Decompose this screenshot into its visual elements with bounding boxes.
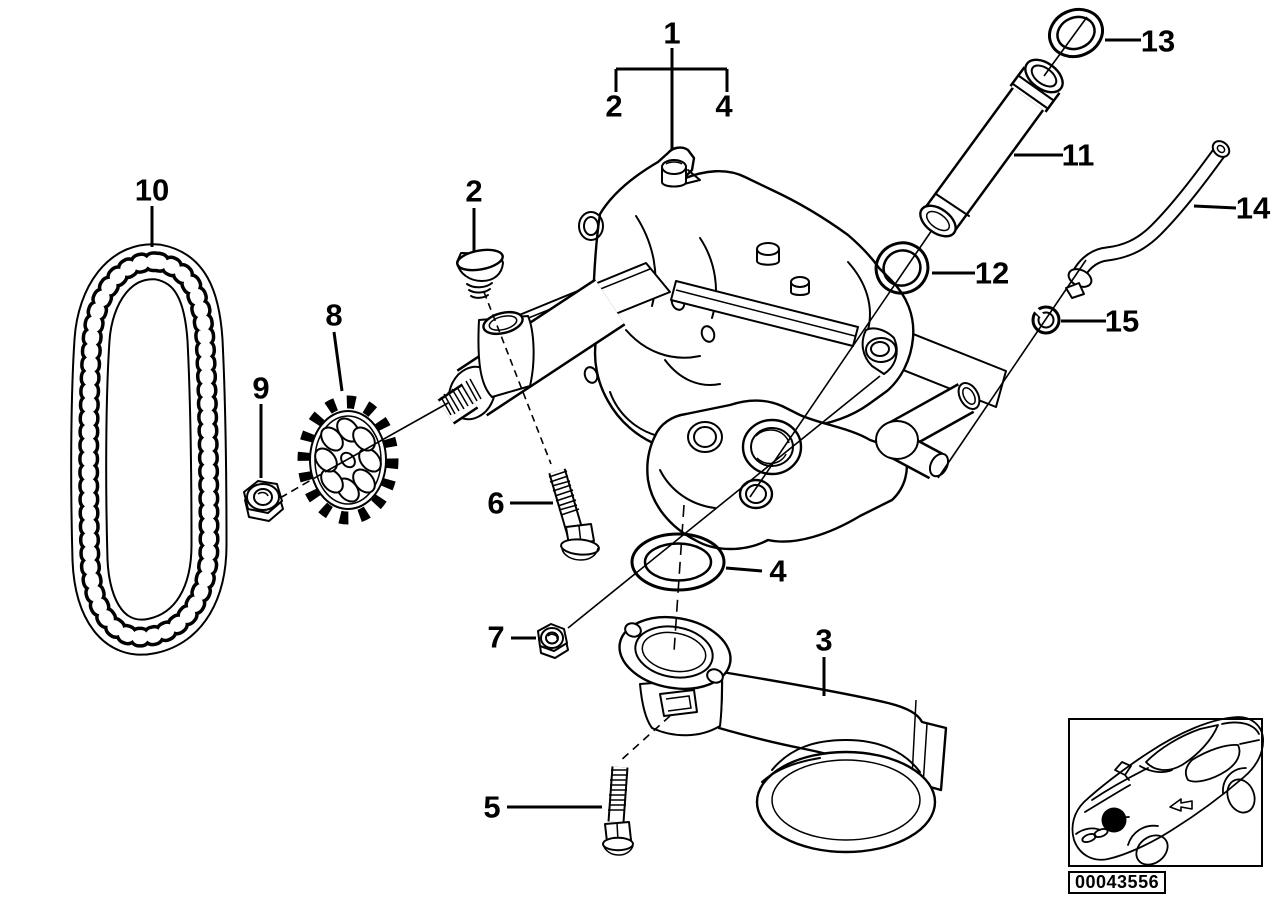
callout-9: 9 xyxy=(252,370,270,406)
pipe-bolt xyxy=(602,766,634,856)
image-code-box: 00043556 xyxy=(1068,871,1166,894)
callout-4-oring: 4 xyxy=(769,553,787,589)
callout-7: 7 xyxy=(487,619,505,655)
callout-4-group: 4 xyxy=(715,88,733,124)
return-pipe xyxy=(1065,140,1231,299)
drive-shaft xyxy=(437,378,482,425)
callout-2-group: 2 xyxy=(605,88,623,124)
callout-14: 14 xyxy=(1235,190,1271,226)
guide-tube-oring xyxy=(874,241,930,295)
pump-bolt-long xyxy=(548,468,600,561)
part-location-dot xyxy=(1101,807,1127,833)
stud-nut xyxy=(537,623,569,659)
seal-ring xyxy=(1031,305,1061,335)
callout-5: 5 xyxy=(483,789,501,825)
callout-8: 8 xyxy=(325,297,343,333)
car-location-icon xyxy=(1071,716,1264,866)
car-inset-frame xyxy=(1068,718,1263,867)
oil-pump-assembly xyxy=(437,146,1007,551)
image-code: 00043556 xyxy=(1075,872,1160,892)
callout-leader-lines xyxy=(150,38,1237,809)
callout-1: 1 xyxy=(663,15,681,51)
callout-3: 3 xyxy=(815,622,833,658)
callout-15: 15 xyxy=(1104,303,1140,339)
callout-2-plug: 2 xyxy=(465,173,483,209)
callout-10: 10 xyxy=(134,172,170,208)
axis-lines xyxy=(279,16,1088,763)
timing-chain xyxy=(70,243,228,656)
callout-13: 13 xyxy=(1140,23,1176,59)
callout-6: 6 xyxy=(487,485,505,521)
intake-pipe-strainer xyxy=(618,615,948,854)
screw-plug xyxy=(456,248,504,299)
sprocket-nut xyxy=(243,480,284,522)
cap-oring xyxy=(1048,7,1104,59)
guide-tube xyxy=(919,58,1064,238)
callout-12: 12 xyxy=(974,255,1010,291)
callout-11: 11 xyxy=(1061,137,1095,173)
